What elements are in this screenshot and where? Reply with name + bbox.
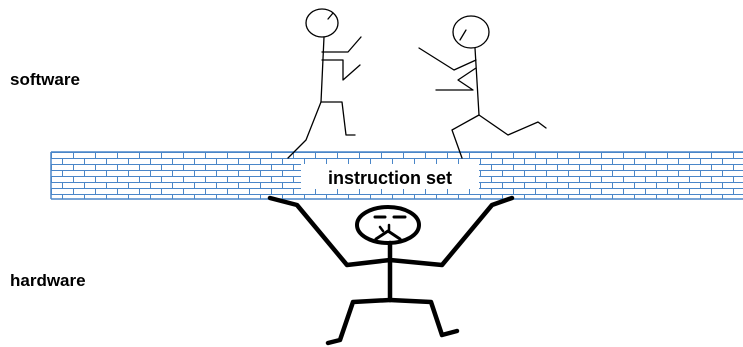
head-icon <box>305 8 339 38</box>
software-figure-left <box>287 8 362 159</box>
software-figure-right <box>418 15 547 159</box>
hardware-figure <box>267 195 515 346</box>
instruction-set-label-box <box>301 164 479 189</box>
hardware-label: hardware <box>10 271 86 290</box>
head-icon <box>452 15 490 49</box>
instruction-set-label: instruction set <box>328 168 452 188</box>
software-label: software <box>10 70 80 89</box>
instruction-set-bar: instruction set <box>50 151 743 200</box>
